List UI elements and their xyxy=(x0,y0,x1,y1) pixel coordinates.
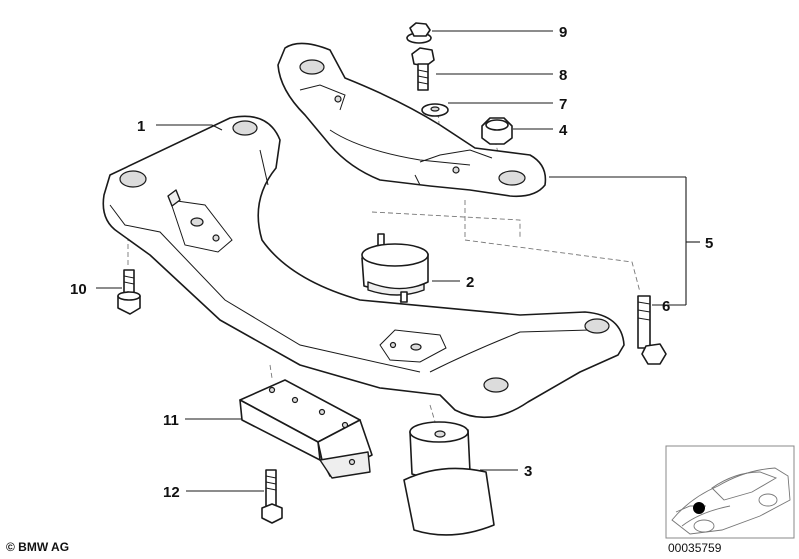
callout-9: 9 xyxy=(559,24,567,41)
hex-nut-4 xyxy=(481,117,513,145)
engine-mount xyxy=(361,233,429,303)
callout-11: 11 xyxy=(163,412,179,429)
bushing xyxy=(403,421,495,536)
callout-6: 6 xyxy=(662,298,670,315)
mount-bracket xyxy=(239,379,373,479)
diagram-number: 00035759 xyxy=(668,541,722,555)
copyright-text: © BMW AG xyxy=(6,540,69,554)
callout-3: 3 xyxy=(524,463,532,480)
support-bracket xyxy=(277,42,547,198)
callout-1: 1 xyxy=(137,118,145,135)
callout-10: 10 xyxy=(70,281,87,298)
locator-dot xyxy=(693,502,705,514)
leader-lines xyxy=(96,30,700,492)
callout-2: 2 xyxy=(466,274,474,291)
callout-5: 5 xyxy=(705,235,713,252)
callout-7: 7 xyxy=(559,96,567,113)
long-bolt-6 xyxy=(637,295,667,365)
bolt-10 xyxy=(117,269,141,315)
callout-4: 4 xyxy=(559,122,568,139)
crossmember xyxy=(102,115,625,419)
washer xyxy=(421,103,449,117)
bolt-12 xyxy=(261,469,283,524)
callout-labels: 1 2 3 4 5 6 7 8 9 10 11 12 xyxy=(70,24,713,501)
callout-8: 8 xyxy=(559,67,567,84)
callout-12: 12 xyxy=(163,484,180,501)
flange-nut-9 xyxy=(406,22,432,44)
hex-bolt-8 xyxy=(411,47,435,91)
locator-thumbnail xyxy=(665,445,795,539)
